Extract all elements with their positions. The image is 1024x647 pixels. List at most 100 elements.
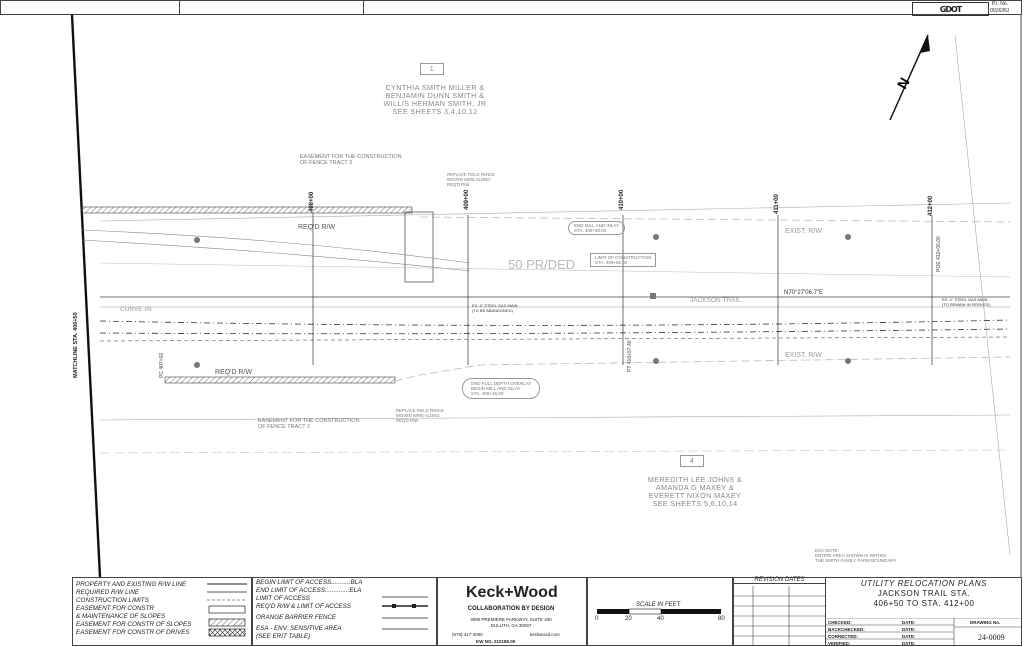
- scale-segment: [597, 609, 629, 614]
- property-line: [99, 202, 1011, 222]
- scale-bar: [597, 608, 721, 615]
- legend-col1-symbols: [207, 583, 247, 637]
- exist-rw-line: [419, 216, 1011, 223]
- note-line: END FULL DEPTH OVERLAY: [471, 381, 532, 386]
- scale-tick: 0: [595, 616, 599, 622]
- station-label: 408+00: [309, 191, 315, 212]
- note-line: THE SMITH FAMILY FARM BOUNDARY: [815, 558, 897, 563]
- scale-segment: [661, 609, 721, 614]
- backchecked-label: BACKCHECKED:: [828, 627, 865, 632]
- revision-title: REVISION DATES: [733, 577, 826, 584]
- revision-table: [733, 586, 826, 646]
- reqd-rw-top-label: REQ'D R/W: [298, 224, 336, 231]
- parcel-4-owner: MEREDITH LEE JOHNS & AMANDA G MAXEY & EV…: [615, 476, 775, 508]
- scale-tick: 80: [718, 616, 725, 622]
- utility-symbols: [194, 234, 851, 368]
- reqd-rw-bottom-hatch: [164, 376, 396, 384]
- owner-line: AMANDA G MAXEY &: [655, 483, 735, 492]
- exist-rw-bottom-label: EXIST. R/W: [785, 352, 822, 359]
- corrected-label: CORRECTED:: [828, 634, 858, 639]
- date-label: DATE:: [902, 620, 916, 625]
- property-line: [99, 449, 1011, 454]
- note-line: EASEMENT FOR THE CONSTRUCTION: [300, 154, 402, 160]
- legend-item: REQ'D R/W & LIMIT OF ACCESS: [256, 603, 351, 610]
- owner-line: EVERETT NIXON MAXEY: [648, 491, 742, 500]
- end-mill-note: END MILL AND INLAY STA. 409+50.00: [568, 221, 626, 235]
- owner-line: SEE SHEETS 3,4,10,12: [392, 107, 478, 116]
- pi-number: 0016351: [990, 8, 1010, 14]
- legend-item: ORANGE BARRIER FENCE: [256, 614, 337, 621]
- firm-web: keckwood.com: [530, 632, 560, 637]
- pavement-edge: [99, 262, 1011, 278]
- station-label: 411+00: [774, 194, 780, 214]
- parcel-1-owner: CYNTHIA SMITH MILLER & BENJAMIN DUNN SMI…: [355, 84, 515, 116]
- owner-line: BENJAMIN DUNN SMITH &: [385, 91, 485, 100]
- owner-line: WILLIS HERMAN SMITH, JR: [383, 99, 487, 108]
- gas-main-line: [99, 319, 1011, 326]
- drawing-no-label: DRAWING No.: [970, 620, 1001, 625]
- station-label: 410+00: [619, 189, 625, 210]
- legend-item: BEGIN LIMIT OF ACCESS...........BLA: [256, 579, 363, 586]
- scale-tick: 40: [657, 616, 664, 622]
- owner-line: SEE SHEETS 5,6,10,14: [652, 499, 738, 508]
- reqd-rw-top-hatch: [81, 206, 413, 214]
- note-line: BEGIN MILL AND INLAY: [471, 386, 521, 391]
- legend-col2-box: [252, 577, 437, 646]
- note-line: EX. 4" STEEL GAS MAIN: [942, 297, 988, 302]
- parcel-1-number: 1: [420, 63, 444, 75]
- legend-item: END LIMIT OF ACCESS..............ELA: [256, 587, 362, 594]
- station-label: 412+00: [928, 195, 934, 216]
- note-line: EX. 4" STEEL GAS MAIN: [472, 303, 518, 308]
- revision-box: [733, 577, 826, 646]
- keck-wood-logo: Keck+Wood: [466, 584, 558, 601]
- utility-line: [99, 336, 1011, 342]
- legend-item: EASEMENT FOR CONSTR OF SLOPES: [76, 621, 192, 628]
- legend-col1-box: [72, 577, 252, 646]
- header-divider: [363, 1, 364, 14]
- signoff-table: [826, 618, 1022, 646]
- note-line: (TO REMAIN IN SERVICE): [942, 301, 991, 307]
- sheet-header-bar: [0, 0, 1022, 15]
- easement-top-note: EASEMENT FOR THE CONSTRUCTION OF FENCE T…: [300, 154, 402, 166]
- property-line: [99, 414, 1011, 421]
- date-label: DATE:: [902, 634, 916, 639]
- drawing-subtitle-1: JACKSON TRAIL STA.: [877, 589, 971, 598]
- jackson-trail-label: JACKSON TRAIL: [690, 297, 741, 304]
- station-label: 409+00: [464, 189, 470, 210]
- note-line: END MILL AND INLAY: [574, 223, 620, 228]
- pt-label: PT 410+57.40: [627, 340, 633, 372]
- header-divider: [179, 1, 180, 14]
- replace-fence-bottom-note: REPLACE FIELD FENCE WOVEN WIRE ALONG REQ…: [396, 408, 444, 423]
- legend-col2-symbols: [382, 596, 428, 630]
- drawing-title: UTILITY RELOCATION PLANS: [860, 579, 988, 588]
- date-label: DATE:: [902, 641, 916, 646]
- scale-title: SCALE IN FEET: [636, 602, 681, 608]
- scale-tick: 20: [625, 616, 632, 622]
- date-label: DATE:: [902, 627, 916, 632]
- scale-segment: [628, 608, 662, 615]
- pc-label: PC 407+02: [159, 352, 165, 378]
- esa-note: ESA NOTE: ENTIRE AREA SHOWN IS WITHIN TH…: [815, 548, 897, 563]
- verified-label: VERIFIED:: [828, 641, 851, 646]
- end-full-depth-note: END FULL DEPTH OVERLAY BEGIN MILL AND IN…: [462, 378, 541, 399]
- legend-item: (SEE ERIT TABLE): [256, 633, 311, 640]
- owner-line: CYNTHIA SMITH MILLER &: [385, 83, 485, 92]
- note-line: STA. 409+50.00: [574, 228, 607, 233]
- firm-box: [437, 577, 587, 646]
- scale-box: [587, 577, 733, 646]
- note-line: WOVEN WIRE ALONG: [447, 177, 491, 182]
- note-line: REQ'D R/W: [396, 418, 419, 423]
- bearing-label: N70°27'06.7"E: [784, 290, 824, 296]
- note-line: EASEMENT FOR THE CONSTRUCTION: [258, 418, 360, 424]
- note-line: OF FENCE TRACT 3: [300, 160, 353, 166]
- easement-bottom-note: EASEMENT FOR THE CONSTRUCTION OF FENCE T…: [258, 418, 360, 430]
- exist-rw-line: [394, 356, 1011, 382]
- fence-tract-box: [404, 211, 434, 283]
- legend-item: EASEMENT FOR CONSTR OF DRIVES: [76, 629, 190, 636]
- drawing-number: 24-0009: [978, 633, 1005, 642]
- legend-item: EASEMENT FOR CONSTR: [76, 605, 155, 612]
- note-line: STA. 409+50.00: [595, 260, 628, 265]
- checked-label: CHECKED:: [828, 620, 852, 625]
- firm-address1: 3090 PREMIERE PARKWAY, SUITE 200: [470, 617, 552, 622]
- road-name-label: 50 PR/DED: [508, 257, 576, 272]
